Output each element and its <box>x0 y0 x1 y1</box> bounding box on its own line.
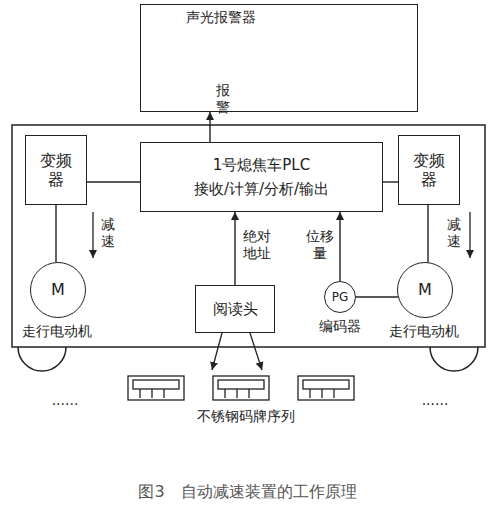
code-plate <box>128 376 184 400</box>
code-plate <box>298 376 354 400</box>
plc-box: 1号熄焦车PLC 接收/计算/分析/输出 <box>140 142 383 212</box>
inverter-box: 变频器 <box>25 135 87 205</box>
node-text: 变频器 <box>412 151 446 189</box>
node-subtext: 接收/计算/分析/输出 <box>194 180 329 198</box>
deceleration-arrow <box>93 212 470 258</box>
read-signal-arrow <box>212 333 262 370</box>
node-text: 声光报警器 <box>186 9 256 26</box>
vehicle-body <box>12 125 485 347</box>
node-text: PG <box>332 290 349 304</box>
inverter-box: 变频器 <box>398 135 460 205</box>
connector-line <box>427 205 428 262</box>
code-plate <box>213 376 269 400</box>
figure-caption: 图3 自动减速装置的工作原理 <box>0 482 495 503</box>
node-subtext: 走行电动机 <box>389 323 459 340</box>
node-subtext: 编码器 <box>319 318 361 335</box>
connector-line <box>383 181 398 182</box>
deceleration-label: 减速 <box>100 216 116 250</box>
motor-circle: M走行电动机 <box>397 262 453 318</box>
plate-sequence-label: 不锈钢码牌序列 <box>186 408 306 425</box>
control-room-box: 声光报警器 <box>140 4 418 112</box>
wheel <box>430 347 478 371</box>
signal-arrow <box>209 112 210 142</box>
node-subtext: 走行电动机 <box>22 323 92 340</box>
encoder-circle: PG编码器 <box>324 281 356 313</box>
edge-label: 报警 <box>215 82 231 116</box>
ellipsis-label: ...... <box>410 392 460 409</box>
ellipsis-label: ...... <box>40 392 90 409</box>
connector-line <box>87 181 140 182</box>
edge-label: 位移量 <box>305 228 335 262</box>
connector-line <box>55 205 56 262</box>
deceleration-label: 减速 <box>446 216 462 250</box>
node-text: 变频器 <box>39 151 73 189</box>
edge-label: 绝对地址 <box>242 228 272 262</box>
motor-circle: M走行电动机 <box>30 262 86 318</box>
connector-line <box>356 296 398 297</box>
node-text: 1号熄焦车PLC <box>213 156 310 174</box>
wheel <box>18 347 66 371</box>
node-text: M <box>51 280 65 299</box>
node-text: 阅读头 <box>213 300 258 318</box>
signal-arrow <box>234 212 235 285</box>
reader-head-box: 阅读头 <box>195 285 275 333</box>
signal-arrow <box>339 212 340 281</box>
node-text: M <box>418 280 432 299</box>
